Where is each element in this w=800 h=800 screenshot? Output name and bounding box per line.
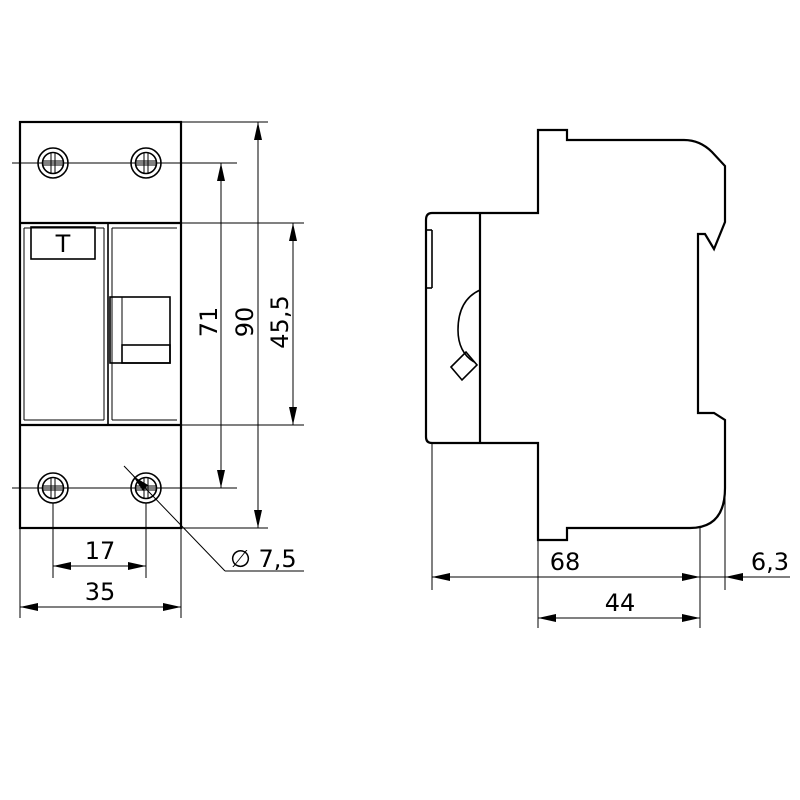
dim-68-label: 68 [550, 548, 581, 576]
toggle-lever [109, 296, 171, 364]
dim-height-71: 71 [195, 163, 225, 488]
dim-screw-spacing-17: 17 [53, 537, 146, 570]
side-lever-handle [449, 350, 479, 382]
test-button [30, 226, 96, 260]
dim-90-label: 90 [231, 307, 259, 338]
dim-width-35: 35 [20, 578, 181, 611]
dim-45-5-label: 45,5 [266, 295, 294, 348]
dim-depth-44: 44 [538, 589, 700, 622]
dim-height-90: 90 [231, 122, 262, 528]
dim-height-45-5: 45,5 [266, 223, 297, 425]
dim-71-label: 71 [195, 307, 223, 338]
toggle-lever-tip [121, 344, 171, 364]
test-button-label: T [55, 230, 71, 258]
front-body-outline [18, 120, 183, 530]
dim-35-label: 35 [85, 578, 116, 606]
dim-depth-68: 68 [432, 548, 700, 581]
side-body-outline [424, 128, 727, 542]
dim-6-3-label: 6,3 [751, 548, 789, 576]
dim-17-label: 17 [85, 537, 116, 565]
dim-rail-6-3: 6,3 [700, 548, 790, 581]
side-lever-arc [457, 289, 481, 363]
dim-44-label: 44 [605, 589, 636, 617]
front-view: T 71 90 [12, 120, 304, 618]
dim-hole-diameter: ∅ 7,5 [123, 465, 304, 573]
dim-diameter-label: ∅ 7,5 [230, 545, 297, 573]
side-view: 68 44 6,3 [424, 128, 790, 628]
front-left-panel [19, 222, 109, 426]
